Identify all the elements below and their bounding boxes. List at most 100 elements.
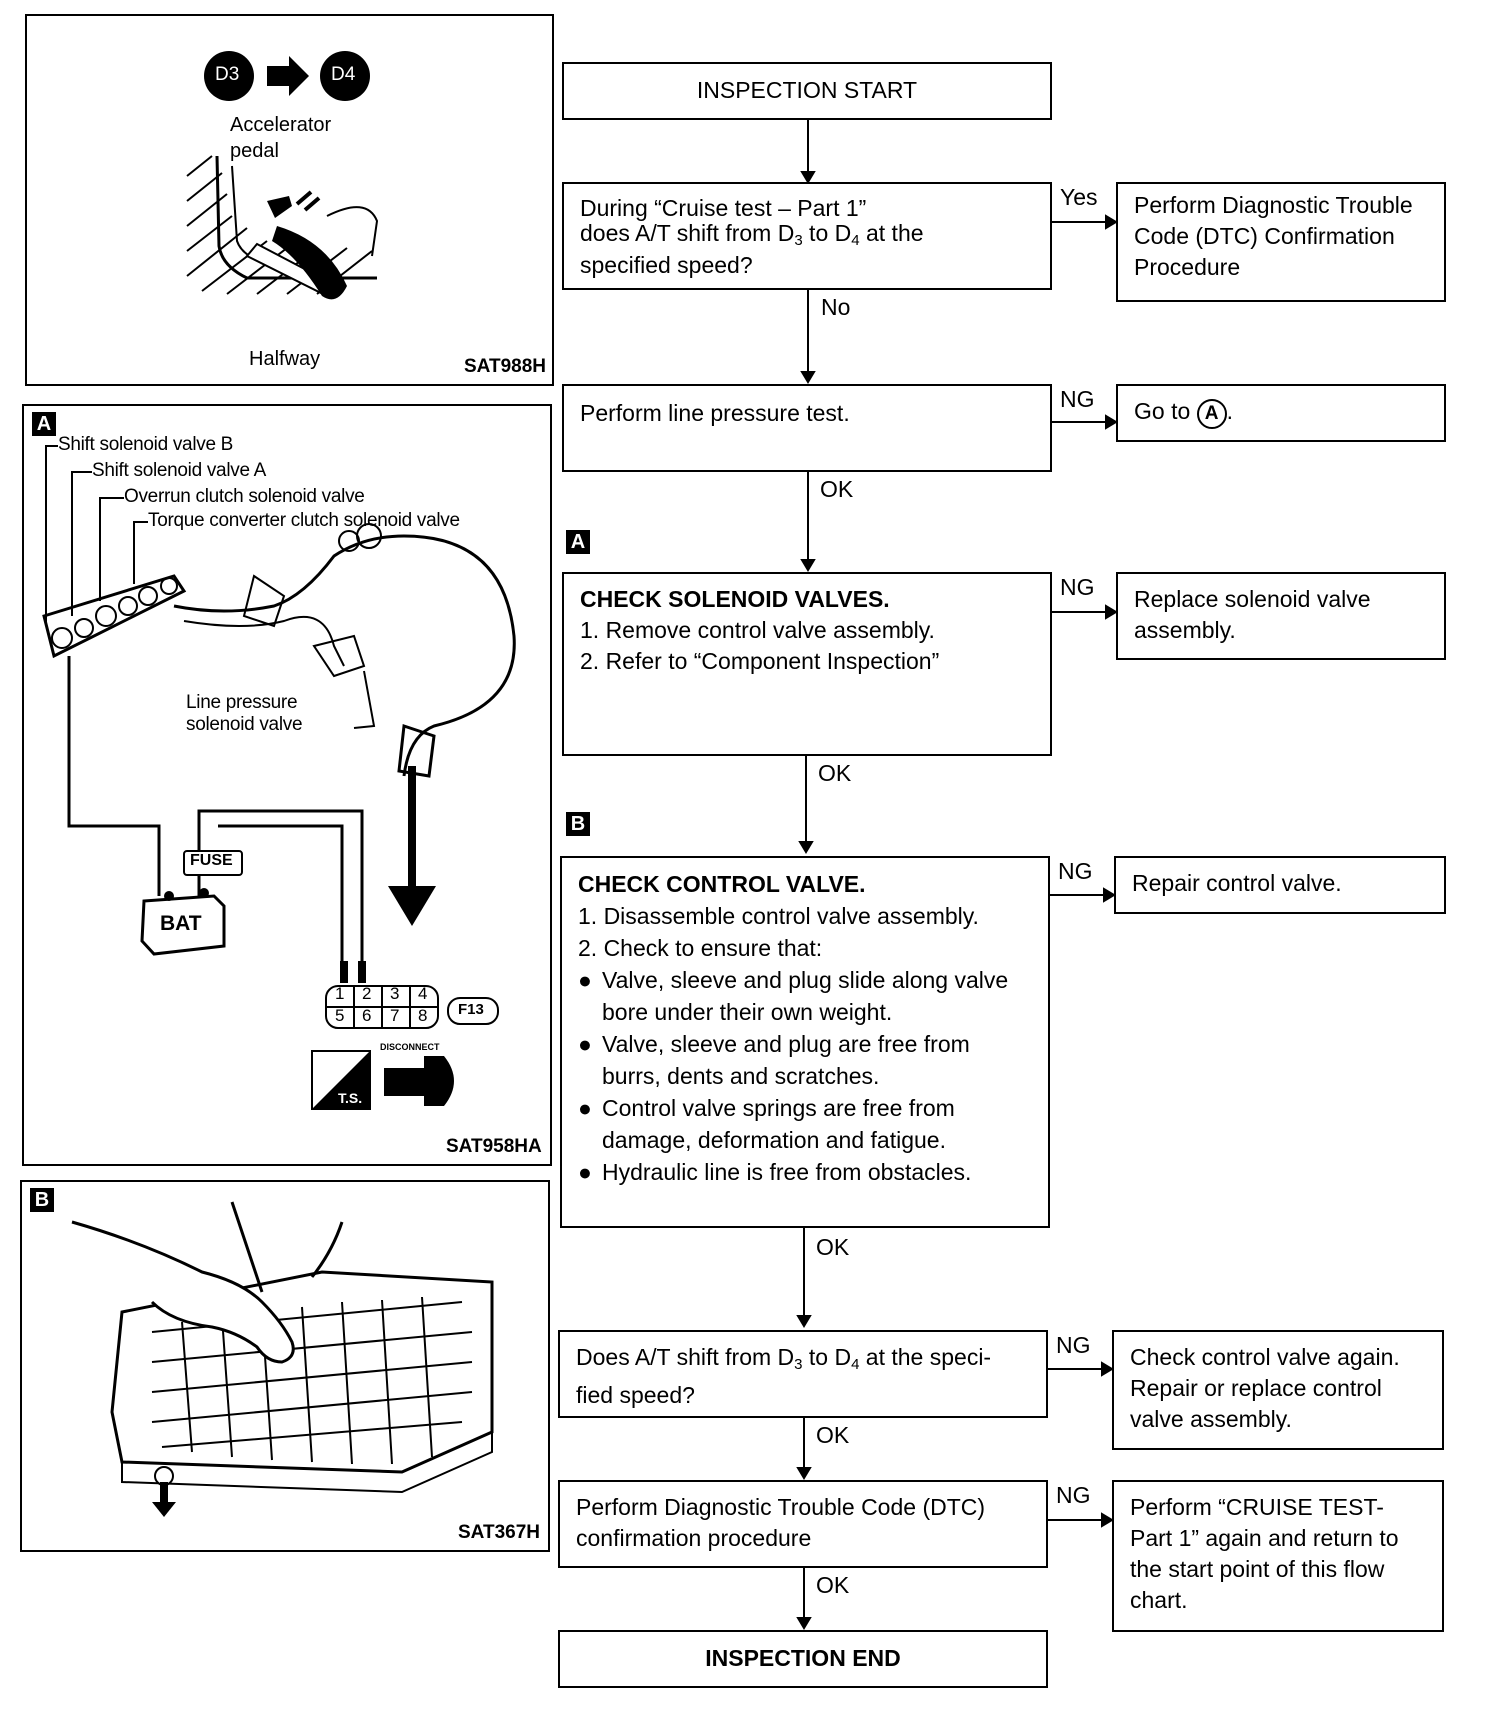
check-control-valve-box: CHECK CONTROL VALVE. 1. Disassemble cont…: [560, 856, 1050, 1228]
dtc-ok-label: OK: [816, 1572, 850, 1598]
callout-shift-solenoid-b: Shift solenoid valve B: [58, 434, 234, 455]
q1-line2b: to D: [802, 220, 852, 246]
lp-ng-label: NG: [1060, 386, 1095, 412]
panel-tag-a: A: [32, 412, 56, 436]
q1-sub2: 4: [851, 232, 860, 249]
control-bullet-2-text: Valve, sleeve and plug are free from bur…: [602, 1031, 970, 1089]
inspection-start-box: INSPECTION START: [562, 62, 1052, 120]
test-switch-label: T.S.: [338, 1090, 363, 1106]
cv-ng-result-text: Repair control valve.: [1132, 870, 1342, 896]
connector-pin-3: 3: [390, 984, 400, 1003]
dtc-ng-result-box: Perform “CRUISE TEST- Part 1” again and …: [1112, 1480, 1444, 1632]
dtc-ng-result-text: Perform “CRUISE TEST- Part 1” again and …: [1130, 1494, 1399, 1613]
floor-hatch: [186, 155, 377, 295]
gear-d3-badge: [204, 51, 254, 101]
disconnect-icon: [384, 1056, 454, 1106]
cv-ng-result-box: Repair control valve.: [1114, 856, 1446, 914]
q1-line2a: does A/T shift from D: [580, 220, 795, 246]
sol-ok-label: OK: [818, 760, 852, 786]
line-pressure-text: Perform line pressure test.: [580, 400, 850, 426]
control-valve-illustration: [71, 1201, 494, 1517]
lp-ng-suffix: .: [1226, 398, 1234, 424]
dtc-ng-label: NG: [1056, 1482, 1091, 1508]
q2-ng-label: NG: [1056, 1332, 1091, 1358]
battery: [140, 894, 226, 956]
q2-ok-label: OK: [816, 1422, 850, 1448]
inspection-end-box: INSPECTION END: [558, 1630, 1048, 1688]
fuse-label: FUSE: [190, 852, 233, 869]
solenoid-wiring-panel: A: [22, 404, 552, 1166]
control-bullet-1-text: Valve, sleeve and plug slide along valve…: [602, 967, 1009, 1025]
gear-d4-badge: [320, 51, 370, 101]
q1-line1: During “Cruise test – Part 1”: [580, 195, 867, 221]
bullet-icon: ●: [578, 967, 592, 993]
dtc-text: Perform Diagnostic Trouble Code (DTC) co…: [576, 1494, 986, 1551]
connector-pin-6: 6: [362, 1006, 372, 1025]
inspection-start-text: INSPECTION START: [696, 77, 918, 103]
line-pressure-label: Line pressure: [186, 692, 298, 713]
control-bullet-4: ● Hydraulic line is free from obstacles.: [578, 1156, 1032, 1188]
pedal-illustration-panel: D3 D4 Accelerator pedal Halfway SAT988H: [25, 14, 554, 386]
q1-sub1: 3: [794, 232, 803, 249]
check-solenoid-step-2: 2. Refer to “Component Inspection”: [580, 648, 940, 674]
q1-yes-result-text: Perform Diagnostic Trouble Code (DTC) Co…: [1134, 192, 1413, 280]
q1-line2c: at the: [859, 220, 924, 246]
cv-ng-label: NG: [1058, 858, 1093, 884]
sol-ng-result-box: Replace solenoid valve assembly.: [1116, 572, 1446, 660]
line-pressure-leader: [353, 670, 376, 729]
valve-body: [110, 1270, 494, 1474]
dtc-confirmation-box: Perform Diagnostic Trouble Code (DTC) co…: [558, 1480, 1048, 1568]
q2-ng-result-text: Check control valve again. Repair or rep…: [1130, 1344, 1400, 1432]
panel-tag-b: B: [30, 1188, 54, 1212]
line-pressure-label-2: solenoid valve: [186, 714, 303, 735]
check-solenoid-box: CHECK SOLENOID VALVES. 1. Remove control…: [562, 572, 1052, 756]
cv-ok-label: OK: [816, 1234, 850, 1260]
figure-code: SAT367H: [458, 1522, 541, 1543]
connector-pin-8: 8: [418, 1006, 428, 1025]
connector-id: F13: [458, 1001, 484, 1018]
q1-yes-result-box: Perform Diagnostic Trouble Code (DTC) Co…: [1116, 182, 1446, 302]
q2-sub1: 3: [794, 1356, 803, 1373]
gear-d4-label: D4: [331, 64, 356, 85]
hand: [71, 1220, 295, 1364]
pedal-label: pedal: [230, 140, 279, 162]
solenoid-body: [42, 574, 187, 659]
q2-sub2: 4: [851, 1356, 860, 1373]
cruise-test-question-box: During “Cruise test – Part 1” does A/T s…: [562, 182, 1052, 290]
sol-ng-result-text: Replace solenoid valve assembly.: [1134, 586, 1371, 643]
solenoid-wiring-illustration: [42, 445, 516, 1110]
bullet-icon: ●: [578, 1031, 592, 1057]
check-solenoid-step-1: 1. Remove control valve assembly.: [580, 617, 935, 643]
check-control-title: CHECK CONTROL VALVE.: [578, 871, 866, 897]
battery-label: BAT: [160, 912, 202, 935]
lp-ng-result-box: Go to A.: [1116, 384, 1446, 442]
halfway-caption: Halfway: [249, 348, 321, 370]
gear-shift-arrow-icon: [267, 56, 309, 96]
connector-pin-4: 4: [418, 984, 428, 1003]
control-bullet-4-text: Hydraulic line is free from obstacles.: [602, 1159, 972, 1185]
q2-line1c: at the speci-: [859, 1344, 992, 1370]
sol-ng-label: NG: [1060, 574, 1095, 600]
q2-line1a: Does A/T shift from D: [576, 1344, 795, 1370]
q2-ng-result-box: Check control valve again. Repair or rep…: [1112, 1330, 1444, 1450]
gear-d3-label: D3: [215, 64, 240, 85]
bullet-icon: ●: [578, 1159, 592, 1185]
disconnect-label: DISCONNECT: [380, 1042, 440, 1052]
callout-torque-converter: Torque converter clutch solenoid valve: [148, 510, 460, 531]
check-control-step-2: 2. Check to ensure that:: [578, 935, 823, 961]
q2-line2: fied speed?: [576, 1382, 695, 1408]
connector-pin-2: 2: [362, 984, 372, 1003]
lp-ok-label: OK: [820, 476, 854, 502]
go-to-a-marker: A: [1196, 399, 1227, 429]
q1-line3: specified speed?: [580, 252, 753, 278]
callout-shift-solenoid-a: Shift solenoid valve A: [92, 460, 267, 481]
step-tag-b: B: [566, 812, 590, 836]
down-arrow-icon: [388, 886, 436, 926]
accelerator-label: Accelerator: [230, 114, 332, 136]
check-control-step-1: 1. Disassemble control valve assembly.: [578, 903, 979, 929]
control-bullet-3: ●Control valve springs are free from dam…: [578, 1092, 1032, 1156]
shift-question-box: Does A/T shift from D3 to D4 at the spec…: [558, 1330, 1048, 1418]
bullet-icon: ●: [578, 1095, 592, 1121]
q2-line1b: to D: [802, 1344, 852, 1370]
